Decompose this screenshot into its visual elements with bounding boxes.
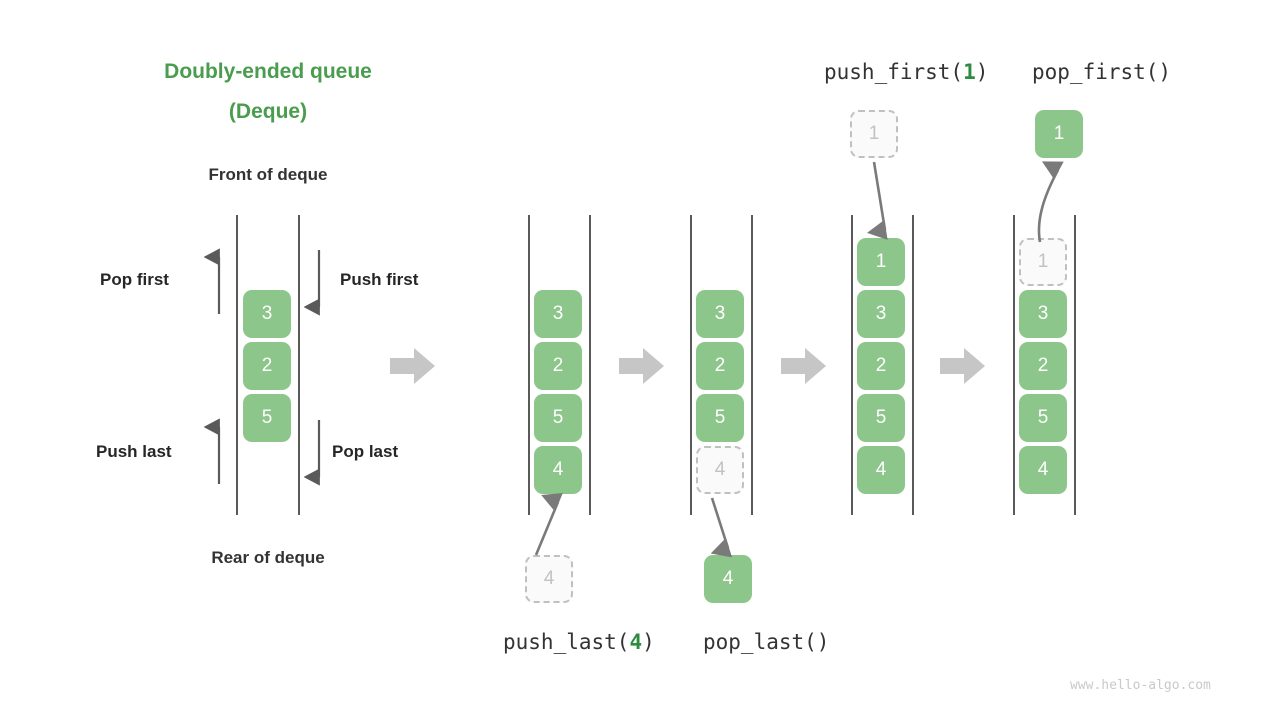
- stage3-cell: 3: [857, 290, 905, 338]
- stage4-cell: 2: [1019, 342, 1067, 390]
- pop-first-label: Pop first: [100, 270, 169, 289]
- stage3-rail-right: [912, 215, 914, 515]
- stage4-cell: 4: [1019, 446, 1067, 494]
- stage4-rail-right: [1074, 215, 1076, 515]
- push-first-flow-arrow-icon: [867, 161, 888, 240]
- pop-last-flow-arrow-icon: [710, 497, 733, 558]
- push-last-flow-arrow-icon: [534, 493, 563, 556]
- stage2-cell-ghost: 4: [696, 446, 744, 494]
- stage3-cell: 4: [857, 446, 905, 494]
- pop-last-label: Pop last: [332, 442, 399, 461]
- diagram-title-line1: Doubly-ended queue: [164, 60, 372, 83]
- pop-last-fn-name: pop_last(): [703, 630, 830, 654]
- rear-of-deque-label: Rear of deque: [211, 548, 325, 567]
- push-last-label: Push last: [96, 442, 172, 461]
- stage2-rail-left: [690, 215, 692, 515]
- stage2-cell: 5: [696, 394, 744, 442]
- push-first-operation-label: push_first(1): [824, 60, 988, 84]
- pop-first-fn-name: pop_first(): [1032, 60, 1172, 84]
- pop-last-operation-label: pop_last(): [703, 630, 829, 654]
- stage1-cell: 5: [534, 394, 582, 442]
- legend-cell: 5: [243, 394, 291, 442]
- pop-first-output-cell: 1: [1035, 110, 1083, 158]
- stage3-cell: 5: [857, 394, 905, 442]
- stage3-rail-left: [851, 215, 853, 515]
- legend-cell: 3: [243, 290, 291, 338]
- push-first-arrow-icon: [304, 250, 321, 316]
- legend-rail-left: [236, 215, 238, 515]
- push-first-label: Push first: [340, 270, 419, 289]
- stage4-cell: 5: [1019, 394, 1067, 442]
- stage1-cell: 4: [534, 446, 582, 494]
- push-last-arrow-icon: [204, 418, 221, 484]
- push-first-close: ): [975, 60, 989, 84]
- stage1-rail-right: [589, 215, 591, 515]
- step-arrow-icon: [619, 348, 664, 384]
- push-first-arg: 1: [963, 60, 976, 84]
- stage4-cell: 3: [1019, 290, 1067, 338]
- step-arrow-icon: [940, 348, 985, 384]
- stage1-cell: 3: [534, 290, 582, 338]
- pop-first-operation-label: pop_first(): [1032, 60, 1171, 84]
- push-first-input-cell: 1: [850, 110, 898, 158]
- stage2-cell: 3: [696, 290, 744, 338]
- stage4-cell-ghost: 1: [1019, 238, 1067, 286]
- pop-last-output-cell: 4: [704, 555, 752, 603]
- push-first-fn-name: push_first(: [824, 60, 964, 84]
- stage2-rail-right: [751, 215, 753, 515]
- front-of-deque-label: Front of deque: [208, 165, 328, 184]
- stage3-cell: 2: [857, 342, 905, 390]
- stage2-cell: 2: [696, 342, 744, 390]
- legend-rail-right: [298, 215, 300, 515]
- pop-first-arrow-icon: [204, 248, 221, 314]
- push-last-fn-name: push_last(: [503, 630, 630, 654]
- watermark: www.hello-algo.com: [1070, 678, 1211, 693]
- push-last-input-cell: 4: [525, 555, 573, 603]
- diagram-title-line2: (Deque): [228, 100, 308, 123]
- push-last-operation-label: push_last(4): [503, 630, 655, 654]
- pop-first-flow-arrow-icon: [1037, 161, 1064, 243]
- push-last-close: ): [642, 630, 655, 654]
- stage1-rail-left: [528, 215, 530, 515]
- stage1-cell: 2: [534, 342, 582, 390]
- stage4-rail-left: [1013, 215, 1015, 515]
- pop-last-arrow-icon: [304, 420, 321, 486]
- step-arrow-icon: [390, 348, 435, 384]
- push-last-arg: 4: [629, 630, 643, 654]
- stage3-cell: 1: [857, 238, 905, 286]
- legend-cell: 2: [243, 342, 291, 390]
- step-arrow-icon: [781, 348, 826, 384]
